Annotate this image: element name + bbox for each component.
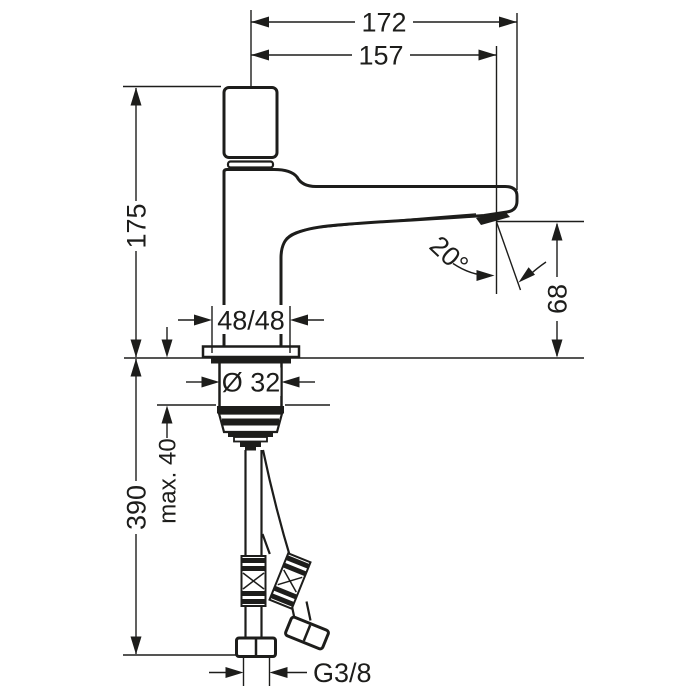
reference-lines <box>123 10 584 656</box>
angle-arrowhead-left <box>476 270 495 281</box>
right-hose-left-edge <box>261 533 271 555</box>
arrowhead-68-top <box>551 222 563 241</box>
arrowhead-max40-top <box>161 339 173 358</box>
dimension-68: 68 <box>543 222 573 358</box>
left-braid-rib <box>241 591 266 596</box>
arrowhead-175-top <box>130 87 142 106</box>
dimension-175: 175 <box>122 87 152 358</box>
right-hose-lower-right-edge <box>305 601 312 621</box>
aerator-tip <box>476 211 510 225</box>
dimension-angle-20: 20° <box>424 221 547 291</box>
dim-label-68: 68 <box>543 284 573 314</box>
faucet-body-and-spout <box>222 168 519 350</box>
dim-label-4848-mask <box>214 305 288 334</box>
dim-label-o32-mask <box>222 367 281 396</box>
dim-label-172: 172 <box>361 8 406 38</box>
base-plate <box>201 345 301 359</box>
faucet-outline <box>201 86 519 406</box>
arrowhead-390-bottom <box>130 636 142 655</box>
dim-label-o32: Ø 32 <box>222 368 281 398</box>
nut-top-band <box>217 406 284 414</box>
arrowhead-390-top <box>130 358 142 377</box>
dim-label-max40: max. 40 <box>155 438 182 523</box>
right-braid-rib <box>273 585 298 600</box>
arrowhead-o32-right <box>281 376 300 388</box>
hose-manifold-neck <box>245 447 256 451</box>
arrowhead-o32-left <box>201 376 220 388</box>
dimension-g38: G3/8 <box>209 658 372 688</box>
arrowhead-172-left <box>251 16 269 28</box>
nut-middle-band <box>222 418 279 426</box>
left-braid-rib <box>241 566 266 571</box>
angle-arrowhead-right <box>518 267 535 283</box>
arrowhead-4848-right <box>290 314 308 326</box>
dim-label-157: 157 <box>358 41 403 71</box>
dimension-diameter-32: Ø 32 <box>186 367 315 398</box>
right-hose-braid <box>268 552 312 610</box>
right-braid-cross <box>277 576 303 586</box>
left-supply-hose <box>235 450 277 658</box>
arrowhead-4848-left <box>194 314 212 326</box>
nut-washer <box>233 436 268 443</box>
right-hose-nut-group <box>284 615 330 651</box>
right-supply-hose <box>242 449 330 686</box>
right-hose-nut-facet <box>302 624 312 642</box>
hose-manifold <box>240 441 261 447</box>
dimension-48-48: 48/48 <box>178 305 324 353</box>
dimension-172: 172 <box>251 8 518 190</box>
spout-underside-highlight-line <box>284 213 477 241</box>
arrowhead-g38-right <box>269 667 288 678</box>
angle-slanted-line <box>495 221 522 291</box>
arrowhead-g38-left <box>225 667 244 678</box>
right-hose-right-edge <box>261 449 293 562</box>
dimension-157: 157 <box>251 41 498 294</box>
right-braid-rib <box>285 555 310 569</box>
arrowhead-157-left <box>251 49 269 61</box>
dimension-max-40: max. 40 <box>155 327 182 524</box>
dim-label-g38: G3/8 <box>313 658 372 688</box>
left-braid-cross <box>242 572 265 590</box>
nut-lower-band <box>228 432 273 437</box>
dim-label-175: 175 <box>122 203 152 248</box>
faucet-handle <box>222 86 279 159</box>
dimension-390: 390 <box>122 358 152 655</box>
arrowhead-172-right <box>499 16 517 28</box>
arrowhead-max40-bottom <box>161 405 173 424</box>
left-braid-rib <box>241 558 266 563</box>
left-braid-rib <box>241 599 266 604</box>
dim-label-390: 390 <box>122 485 152 530</box>
dim-label-20deg: 20° <box>424 230 474 280</box>
right-braid-rib <box>270 593 295 607</box>
fixing-nut-assembly <box>217 406 284 451</box>
arrowhead-157-right <box>478 49 497 61</box>
right-braid-rib <box>282 562 307 577</box>
arrowhead-68-bottom <box>551 339 563 358</box>
base-plate-gasket <box>211 357 291 364</box>
handle-collar-ring <box>226 160 275 169</box>
arrowhead-175-bottom <box>130 339 142 358</box>
dim-label-4848: 48/48 <box>217 306 285 336</box>
